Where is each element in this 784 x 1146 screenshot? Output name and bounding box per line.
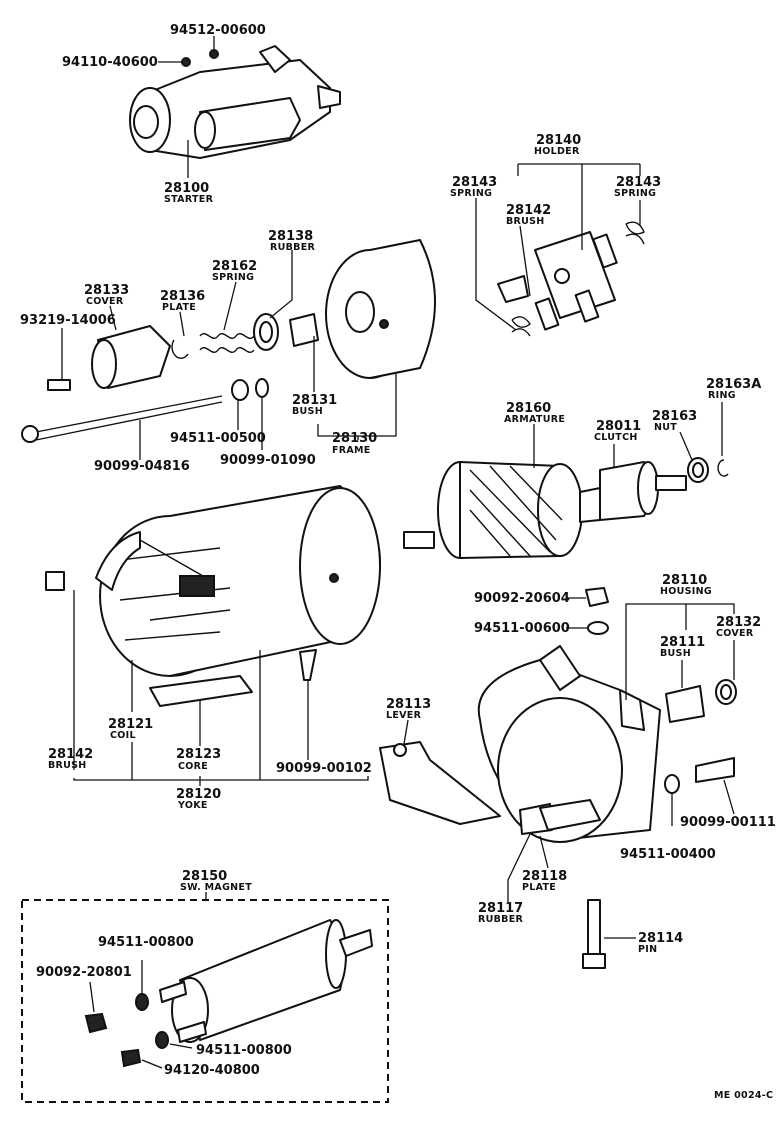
label-28136-number: 28136 bbox=[160, 289, 205, 304]
label-28110-name: HOUSING bbox=[660, 586, 712, 597]
label-28143-left-number: 28143 bbox=[452, 175, 497, 190]
label-28118-number: 28118 bbox=[522, 869, 567, 884]
label-28131-name: BUSH bbox=[292, 406, 323, 417]
label-28117-number: 28117 bbox=[478, 901, 523, 916]
label-94511-00600: 94511-00600 bbox=[474, 621, 570, 636]
label-28100-name: STARTER bbox=[164, 194, 214, 205]
label-28138-number: 28138 bbox=[268, 229, 313, 244]
label-94120-40800: 94120-40800 bbox=[164, 1063, 260, 1078]
label-28163A-name: RING bbox=[708, 390, 736, 401]
label-28110-number: 28110 bbox=[662, 573, 707, 588]
label-28121-name: COIL bbox=[110, 730, 136, 741]
label-28114-name: PIN bbox=[638, 944, 657, 955]
brush-holder-drawing bbox=[497, 221, 645, 337]
label-28163-name: NUT bbox=[654, 422, 677, 433]
housing-drawing bbox=[379, 587, 737, 969]
label-90092-20801: 90092-20801 bbox=[36, 965, 132, 980]
label-28133-number: 28133 bbox=[84, 283, 129, 298]
label-28113-number: 28113 bbox=[386, 697, 431, 712]
label-28121-number: 28121 bbox=[108, 717, 153, 732]
label-90099-00111: 90099-00111 bbox=[680, 815, 776, 830]
label-28143-right-name: SPRING bbox=[614, 188, 656, 199]
label-28123-name: CORE bbox=[178, 761, 208, 772]
yoke-drawing bbox=[45, 485, 381, 707]
label-28117-name: RUBBER bbox=[478, 914, 524, 925]
label-28113-name: LEVER bbox=[386, 710, 422, 721]
label-28100-number: 28100 bbox=[164, 181, 209, 196]
switch-magnet-kit-border bbox=[21, 899, 389, 1103]
label-28138-name: RUBBER bbox=[270, 242, 316, 253]
label-94511-00800-top: 94511-00800 bbox=[98, 935, 194, 950]
label-28111-number: 28111 bbox=[660, 635, 705, 650]
switch-magnet-drawing bbox=[84, 919, 373, 1068]
label-28142-bottom-number: 28142 bbox=[48, 747, 93, 762]
label-28142-top-number: 28142 bbox=[506, 203, 551, 218]
label-90099-01090: 90099-01090 bbox=[220, 453, 316, 468]
label-28140-name: HOLDER bbox=[534, 146, 580, 157]
label-28123-number: 28123 bbox=[176, 747, 221, 762]
label-28136-name: PLATE bbox=[162, 302, 196, 313]
label-28133-name: COVER bbox=[86, 296, 124, 307]
starter-assembly-drawing bbox=[129, 45, 341, 159]
label-28011-name: CLUTCH bbox=[594, 432, 638, 443]
label-90099-00102: 90099-00102 bbox=[276, 761, 372, 776]
label-28143-left-name: SPRING bbox=[450, 188, 492, 199]
label-28142-top-name: BRUSH bbox=[506, 216, 545, 227]
label-90092-20604: 90092-20604 bbox=[474, 591, 570, 606]
label-28120-name: YOKE bbox=[177, 800, 208, 811]
label-94511-00800-bottom: 94511-00800 bbox=[196, 1043, 292, 1058]
label-93219-14006: 93219-14006 bbox=[20, 313, 116, 328]
leader-lines bbox=[61, 36, 735, 1069]
label-28162-number: 28162 bbox=[212, 259, 257, 274]
label-28150-number: 28150 bbox=[182, 869, 227, 884]
label-28162-name: SPRING bbox=[212, 272, 254, 283]
label-28140-number: 28140 bbox=[536, 133, 581, 148]
end-cover-group-drawing bbox=[21, 239, 436, 443]
label-28143-right-number: 28143 bbox=[616, 175, 661, 190]
label-94511-00500: 94511-00500 bbox=[170, 431, 266, 446]
label-28011-number: 28011 bbox=[596, 419, 641, 434]
armature-drawing bbox=[403, 457, 729, 559]
label-94512-00600: 94512-00600 bbox=[170, 23, 266, 38]
label-28132-number: 28132 bbox=[716, 615, 761, 630]
label-28114-number: 28114 bbox=[638, 931, 683, 946]
label-90099-04816: 90099-04816 bbox=[94, 459, 190, 474]
label-28131-number: 28131 bbox=[292, 393, 337, 408]
label-28111-name: BUSH bbox=[660, 648, 691, 659]
label-28163-number: 28163 bbox=[652, 409, 697, 424]
figure-code: ME 0024-C bbox=[714, 1090, 773, 1101]
label-28130-name: FRAME bbox=[332, 445, 371, 456]
label-28160-number: 28160 bbox=[506, 401, 551, 416]
label-28160-name: ARMATURE bbox=[504, 414, 565, 425]
label-28130-number: 28130 bbox=[332, 431, 377, 446]
label-28150-name: SW. MAGNET bbox=[180, 882, 252, 893]
label-94110-40600: 94110-40600 bbox=[62, 55, 158, 70]
label-94511-00400: 94511-00400 bbox=[620, 847, 716, 862]
label-28163A-number: 28163A bbox=[706, 377, 761, 392]
label-28120-number: 28120 bbox=[176, 787, 221, 802]
label-28132-name: COVER bbox=[716, 628, 754, 639]
label-28118-name: PLATE bbox=[522, 882, 556, 893]
label-28142-bottom-name: BRUSH bbox=[48, 760, 87, 771]
